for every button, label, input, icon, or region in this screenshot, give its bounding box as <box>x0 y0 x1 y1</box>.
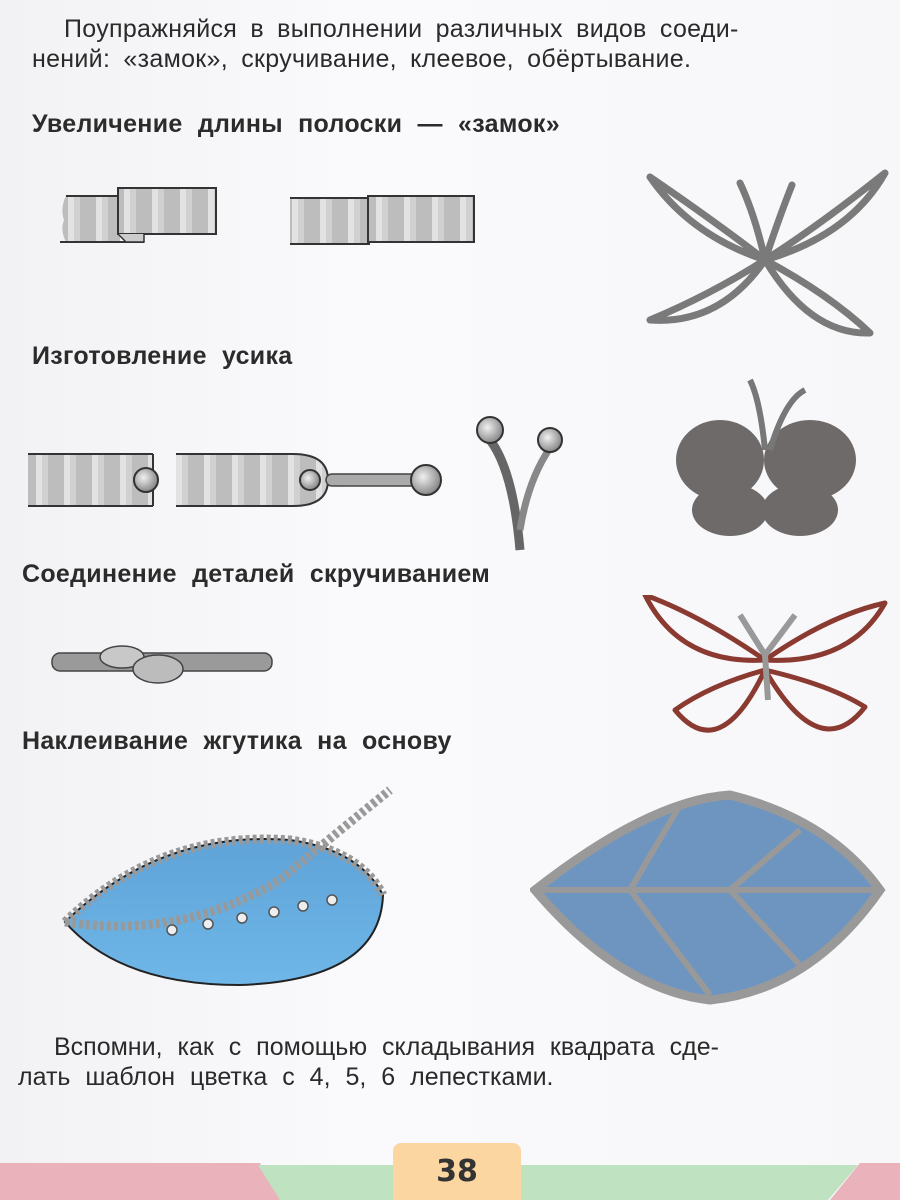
intro-paragraph: Поупражняйся в выполнении различных видо… <box>32 14 892 74</box>
strip-lock-joint-illustration <box>60 187 475 245</box>
outro-paragraph: Вспомни, как с помощью складывания квадр… <box>18 1032 888 1092</box>
footer-pink-left <box>0 1163 280 1200</box>
glue-cord-on-base-illustration <box>61 786 393 987</box>
red-foil-butterfly-photo <box>642 595 888 733</box>
foil-leaf-blue-photo <box>530 790 886 1005</box>
footer-green-band <box>258 1165 858 1200</box>
section-heading-twist: Соединение деталей скручиванием <box>22 560 491 588</box>
section-heading-lock: Увеличение длины полоски — «замок» <box>32 110 560 138</box>
twist-joint-illustration <box>51 645 273 684</box>
outro-line-2: лать шаблон цветка с 4, 5, 6 лепестками. <box>18 1063 554 1091</box>
intro-line-2: нений: «замок», скручивание, клеевое, об… <box>32 45 692 73</box>
section-heading-antenna: Изготовление усика <box>32 342 293 370</box>
page-footer-band <box>0 1163 900 1200</box>
antenna-making-illustration <box>28 416 563 551</box>
foil-butterfly-outline-photo <box>646 169 889 337</box>
section-heading-glue: Наклеивание жгутика на основу <box>22 727 452 755</box>
page-number-badge: 38 <box>393 1143 521 1200</box>
outro-line-1: Вспомни, как с помощью складывания квадр… <box>54 1033 719 1061</box>
intro-line-1: Поупражняйся в выполнении различных видо… <box>64 15 739 43</box>
foil-butterfly-filled-photo <box>676 378 856 536</box>
